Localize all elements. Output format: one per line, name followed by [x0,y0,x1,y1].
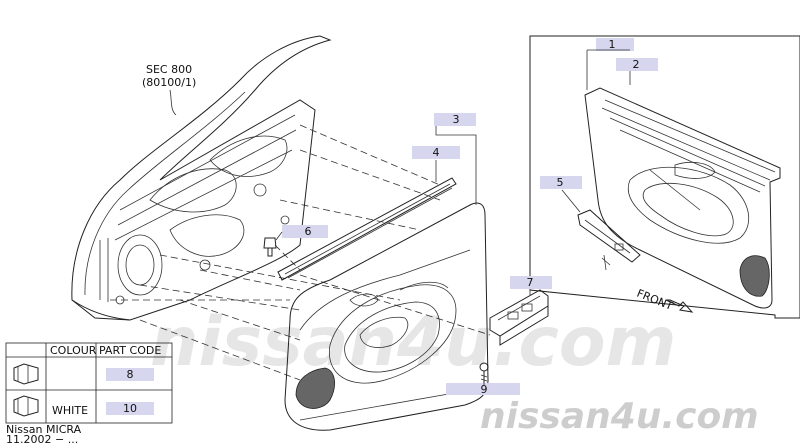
svg-text:3: 3 [453,113,460,126]
watermark-bottom: nissan4u.com [480,396,759,437]
callout-3: 3 [434,113,477,205]
inset-trim-panel [584,87,781,309]
svg-text:9: 9 [481,383,488,396]
svg-text:1: 1 [609,38,616,51]
callout-2: 2 [616,58,658,85]
table-header-colour: COLOUR [50,344,97,357]
section-reference: SEC 800 (80100/1) [142,63,196,116]
callout-4: 4 [412,146,460,182]
inset-switch-part-5 [577,209,641,271]
footer-date: 11.2002 − ... [6,433,78,446]
table-header-part-code: PART CODE [99,344,161,357]
door-trim-panel-3 [284,202,489,431]
svg-text:4: 4 [433,146,440,159]
svg-text:5: 5 [557,176,564,189]
svg-text:(80100/1): (80100/1) [142,76,196,89]
callout-1: 1 [586,38,634,90]
clip-icon [13,363,39,385]
callout-7: 7 [510,276,552,296]
table-row-code: 8 [127,368,134,381]
callout-6: 6 [275,225,328,241]
assembly-dash-lines [110,124,491,381]
svg-text:SEC 800: SEC 800 [146,63,192,76]
svg-text:6: 6 [305,225,312,238]
screw-part-9 [479,362,489,384]
clip-icon [13,395,39,417]
callout-9: 9 [446,383,520,396]
switch-panel-part-7 [489,289,549,346]
watermark-center: nissan4u.com [150,303,676,382]
table-row-code: 10 [123,402,137,415]
svg-text:7: 7 [527,276,534,289]
colour-part-code-table: COLOUR PART CODE WHITE 8 10 [5,342,173,424]
callout-5: 5 [540,176,582,213]
weatherstrip-part-4 [277,177,457,281]
svg-text:2: 2 [633,58,640,71]
clip-part-6 [263,237,277,257]
door-shell [71,35,332,321]
footer-model: Nissan MICRA [6,423,82,436]
footer: Nissan MICRA 11.2002 − ... [6,423,82,446]
table-row-colour: WHITE [52,404,88,417]
